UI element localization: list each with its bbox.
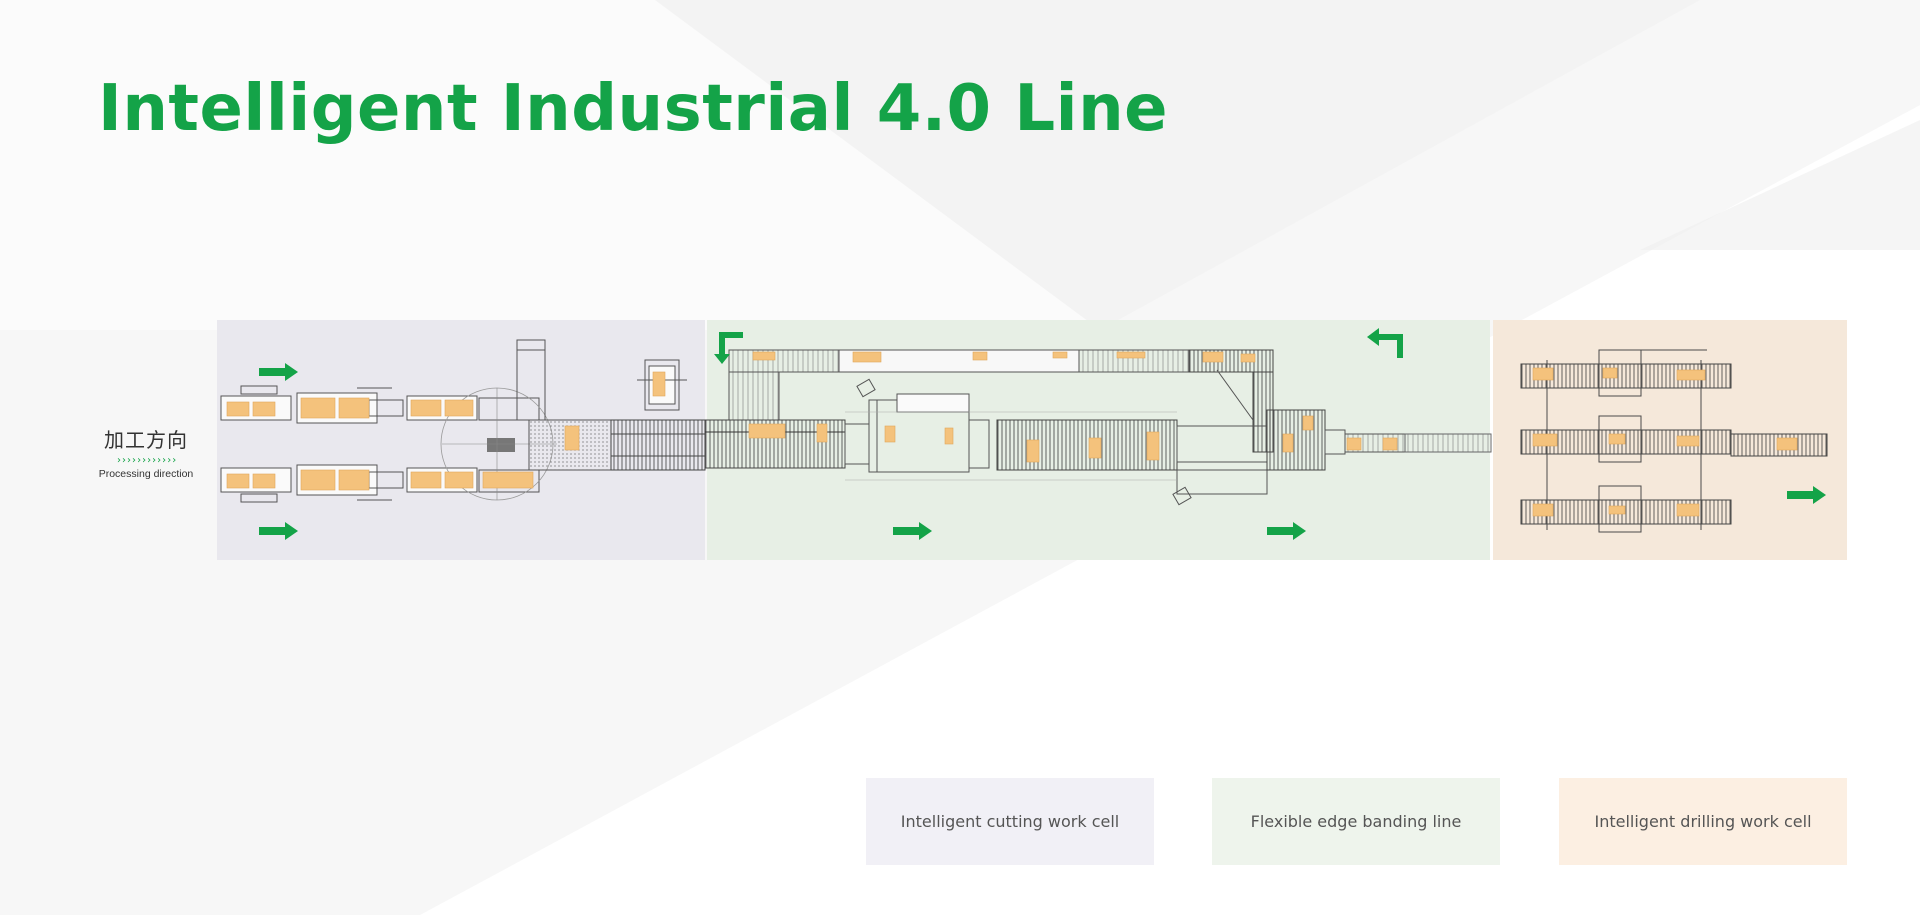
drilling-cell-panels — [1532, 367, 1798, 517]
legend-cutting-label: Intelligent cutting work cell — [900, 812, 1120, 831]
legend-drilling-cell: Intelligent drilling work cell — [1559, 778, 1847, 865]
legend-edge-banding-line: Flexible edge banding line — [1212, 778, 1500, 865]
legend-cutting-cell: Intelligent cutting work cell — [866, 778, 1154, 865]
direction-chevrons: ›››››››››››› — [115, 455, 177, 466]
legend-drilling-label: Intelligent drilling work cell — [1594, 812, 1812, 831]
turn-down-arrow-icon — [714, 332, 743, 364]
direction-label-english: Processing direction — [98, 468, 194, 480]
edge-banding-panels — [748, 351, 1398, 463]
page-title: Intelligent Industrial 4.0 Line — [98, 72, 1169, 146]
cutting-cell-panels — [226, 371, 666, 491]
production-line-diagram — [217, 320, 1847, 560]
legend-edge-banding-label: Flexible edge banding line — [1250, 812, 1462, 831]
turn-up-arrow-icon — [1367, 328, 1403, 358]
direction-label-chinese: 加工方向 — [104, 428, 188, 452]
processing-direction-label: 加工方向 ›››››››››››› Processing direction — [92, 424, 200, 480]
